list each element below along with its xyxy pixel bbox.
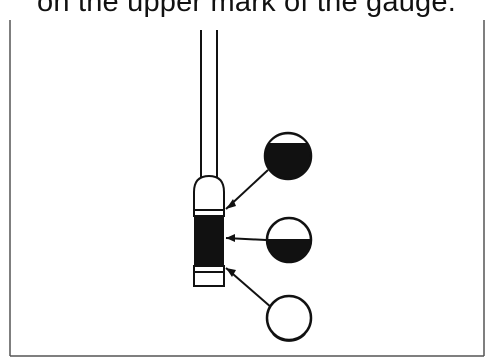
half-indicator <box>265 216 313 264</box>
figure-caption: on the upper mark of the gauge. <box>37 0 456 18</box>
dipstick-gauge <box>193 174 225 287</box>
empty-indicator <box>265 294 313 342</box>
oil-level-band <box>194 216 224 266</box>
full-indicator <box>263 131 313 181</box>
figure-frame <box>9 20 485 357</box>
leader-arrowheads <box>226 199 236 277</box>
dipstick-rod <box>200 30 218 178</box>
